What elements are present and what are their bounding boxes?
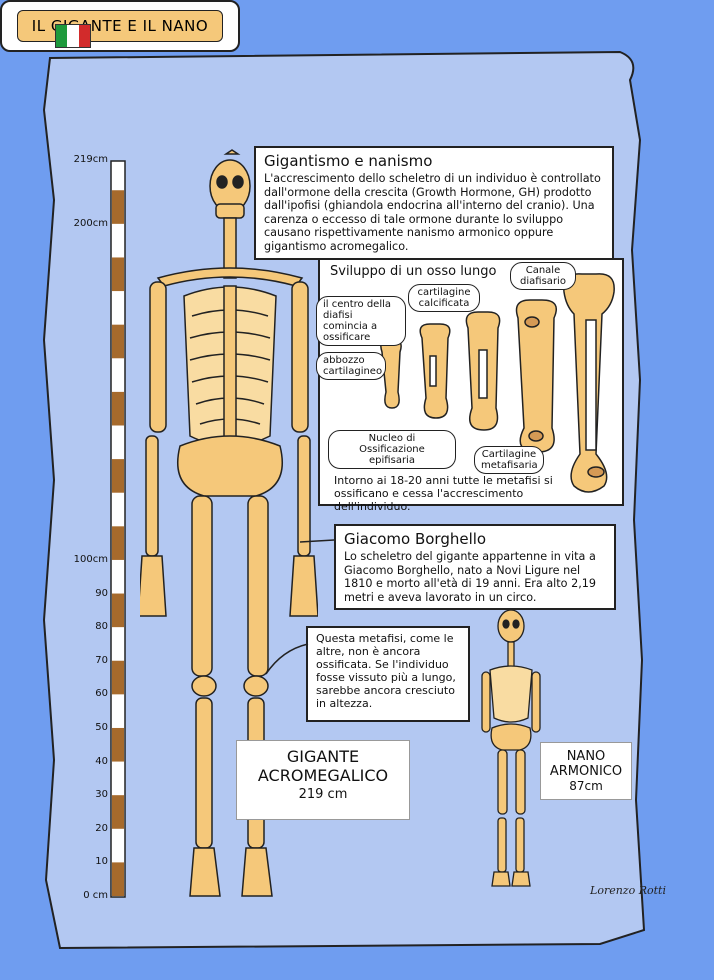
dwarf-right-arm <box>531 671 541 733</box>
giant-left-forearm <box>145 435 159 557</box>
ruler-band <box>112 727 124 762</box>
label-canale-diafisario: Canale diafisario <box>510 262 576 290</box>
intro-text: L'accrescimento dello scheletro di un in… <box>264 172 601 253</box>
giant-left-hand <box>140 555 167 617</box>
dwarf-plate-height: 87cm <box>569 779 603 793</box>
dwarf-right-foot <box>511 871 531 887</box>
dwarf-left-foot <box>491 871 511 887</box>
ruler-band <box>112 526 124 560</box>
giant-spine <box>223 285 237 447</box>
ruler-band <box>112 459 124 493</box>
giant-clavicles <box>156 267 304 287</box>
bone-panel-heading: Sviluppo di un osso lungo <box>330 264 497 279</box>
ruler-band <box>112 324 124 359</box>
label-nucleo-ossificazione: Nucleo di Ossificazione epifisaria <box>328 430 456 469</box>
scale-tick-label: 0 cm <box>83 890 108 901</box>
intro-box: Gigantismo e nanismo L'accrescimento del… <box>254 146 614 260</box>
giant-left-tibia <box>195 697 213 849</box>
giant-right-foot <box>241 847 273 897</box>
ruler-band <box>112 257 124 292</box>
bone-stage-3-core <box>478 349 488 399</box>
dwarf-left-tibia <box>497 817 507 873</box>
scale-tick-label: 80 <box>95 621 108 633</box>
scale-tick-label: 70 <box>95 654 108 666</box>
artist-signature: Lorenzo Rotti <box>590 884 666 897</box>
giant-plate-line1: GIGANTE <box>286 747 360 766</box>
bone-development-panel: Sviluppo di un osso lungo Canale diafisa… <box>316 258 624 513</box>
ruler-band <box>112 190 124 224</box>
giant-jaw <box>215 203 245 219</box>
dwarf-right-tibia <box>515 817 525 873</box>
metafisi-note-box: Questa metafisi, come le altre, non è an… <box>306 626 470 722</box>
scale-tick-label: 40 <box>95 755 108 767</box>
scale-tick-label: 30 <box>95 789 108 801</box>
dwarf-name-plate: NANO ARMONICO 87cm <box>540 742 632 800</box>
intro-heading: Gigantismo e nanismo <box>264 152 433 170</box>
giant-left-femur <box>191 495 213 677</box>
bone-stages-illustration <box>380 273 615 493</box>
dwarf-left-femur <box>497 749 508 815</box>
borghello-heading: Giacomo Borghello <box>344 530 487 548</box>
giant-neck-spine <box>223 217 237 279</box>
scale-tick-label: 60 <box>95 688 108 700</box>
scale-tick-label: 90 <box>95 587 108 599</box>
dwarf-plate-line1: NANO <box>566 749 606 764</box>
giant-right-knee <box>243 675 269 697</box>
italian-flag-icon <box>55 24 91 48</box>
scale-tick-label: 100cm <box>73 553 108 565</box>
borghello-text: Lo scheletro del gigante appartenne in v… <box>344 550 596 604</box>
scale-tick-label: 219cm <box>73 154 108 165</box>
giant-left-foot <box>189 847 221 897</box>
dwarf-neck <box>507 641 515 669</box>
scale-tick-label: 50 <box>95 721 108 733</box>
borghello-box: Giacomo Borghello Lo scheletro del gigan… <box>334 524 616 610</box>
giant-right-humerus <box>291 281 309 433</box>
ruler-band <box>112 593 124 628</box>
dwarf-skull <box>497 609 525 643</box>
epiphysis-nucleus-bottom <box>528 430 544 442</box>
label-abbozzo-cartilagineo: abbozzo cartilagineo <box>316 352 386 380</box>
metafisi-note-pointer <box>265 643 309 675</box>
medullary-canal <box>585 319 597 451</box>
scale-tick-label: 10 <box>95 856 108 868</box>
borghello-pointer <box>300 539 335 543</box>
epiphysis-nucleus-top <box>524 316 540 328</box>
giant-right-hand <box>289 555 318 617</box>
ruler-band <box>112 795 124 829</box>
bone-panel-footer: Intorno ai 18-20 anni tutte le metafisi … <box>334 474 553 513</box>
dwarf-skeleton-illustration <box>481 609 541 887</box>
giant-plate-height: 219 cm <box>298 787 348 802</box>
label-cartilagine-calcificata: cartilagine calcificata <box>408 284 480 312</box>
scale-tick-label: 200cm <box>73 217 108 229</box>
epiphysis-mature <box>587 466 605 478</box>
dwarf-left-arm <box>481 671 491 733</box>
ruler-band <box>112 660 124 695</box>
dwarf-plate-line2: ARMONICO <box>549 764 623 779</box>
giant-skeleton-illustration <box>140 149 318 897</box>
dwarf-right-femur <box>515 749 526 815</box>
giant-pelvis <box>176 435 284 497</box>
giant-plate-line2: ACROMEGALICO <box>257 766 389 785</box>
bone-stage-2-core <box>429 355 437 387</box>
height-scale-ruler <box>110 160 126 898</box>
giant-left-humerus <box>149 281 167 433</box>
ruler-band <box>112 391 124 426</box>
dwarf-pelvis <box>490 723 532 751</box>
dwarf-ribcage <box>489 665 533 723</box>
label-centro-diafisi: il centro della diafisi comincia a ossif… <box>316 296 406 346</box>
bone-stage-1 <box>380 339 402 409</box>
label-cartilagine-metafisaria: Cartilagine metafisaria <box>474 446 544 474</box>
giant-left-knee <box>191 675 217 697</box>
ruler-band <box>112 862 124 896</box>
giant-name-plate: GIGANTE ACROMEGALICO 219 cm <box>236 740 410 820</box>
scale-tick-label: 20 <box>95 822 108 834</box>
